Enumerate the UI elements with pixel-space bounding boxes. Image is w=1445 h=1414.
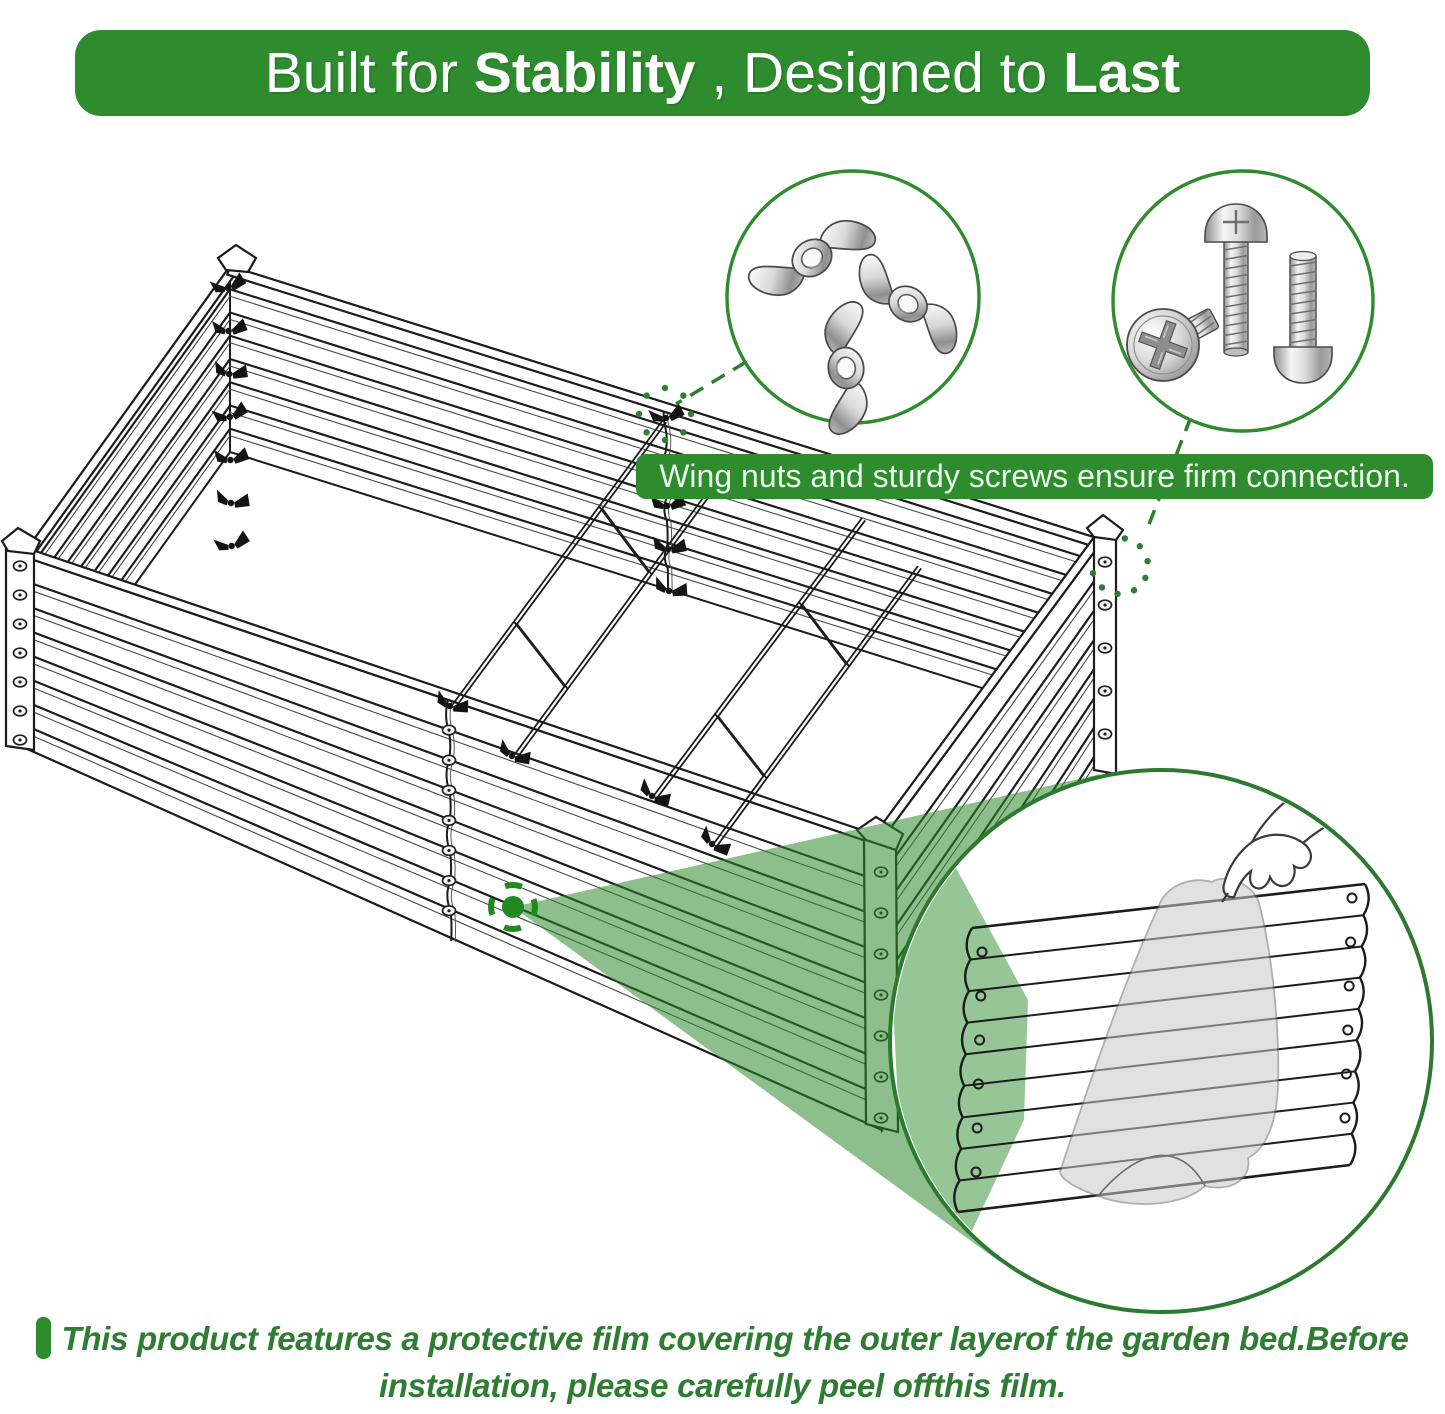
headline-bold-stability: Stability	[473, 41, 696, 105]
footer-marker-icon	[36, 1317, 52, 1359]
footer-line-2: installation, please carefully peel offt…	[378, 1366, 1067, 1404]
footer-line-1: This product features a protective film …	[0, 1316, 1445, 1363]
cross-brace-rods	[449, 419, 922, 849]
headline-banner: Built for Stability , Designed to Last	[75, 30, 1370, 116]
headline-text-middle: , Designed to	[695, 41, 1064, 105]
focus-beam	[488, 774, 1101, 1262]
screws-illustration	[1126, 203, 1333, 384]
connection-callout-banner: Wing nuts and sturdy screws ensure firm …	[636, 454, 1433, 499]
headline-bold-last: Last	[1063, 41, 1181, 105]
back-post-cap	[216, 243, 258, 274]
film-peel-illustration	[893, 782, 1370, 1252]
focus-target-icon	[488, 882, 538, 932]
protective-film	[1059, 877, 1280, 1205]
headline-text: Built for	[264, 41, 474, 105]
footer-note: This product features a protective film …	[0, 1316, 1445, 1410]
connection-callout-text: Wing nuts and sturdy screws ensure firm …	[659, 458, 1410, 494]
